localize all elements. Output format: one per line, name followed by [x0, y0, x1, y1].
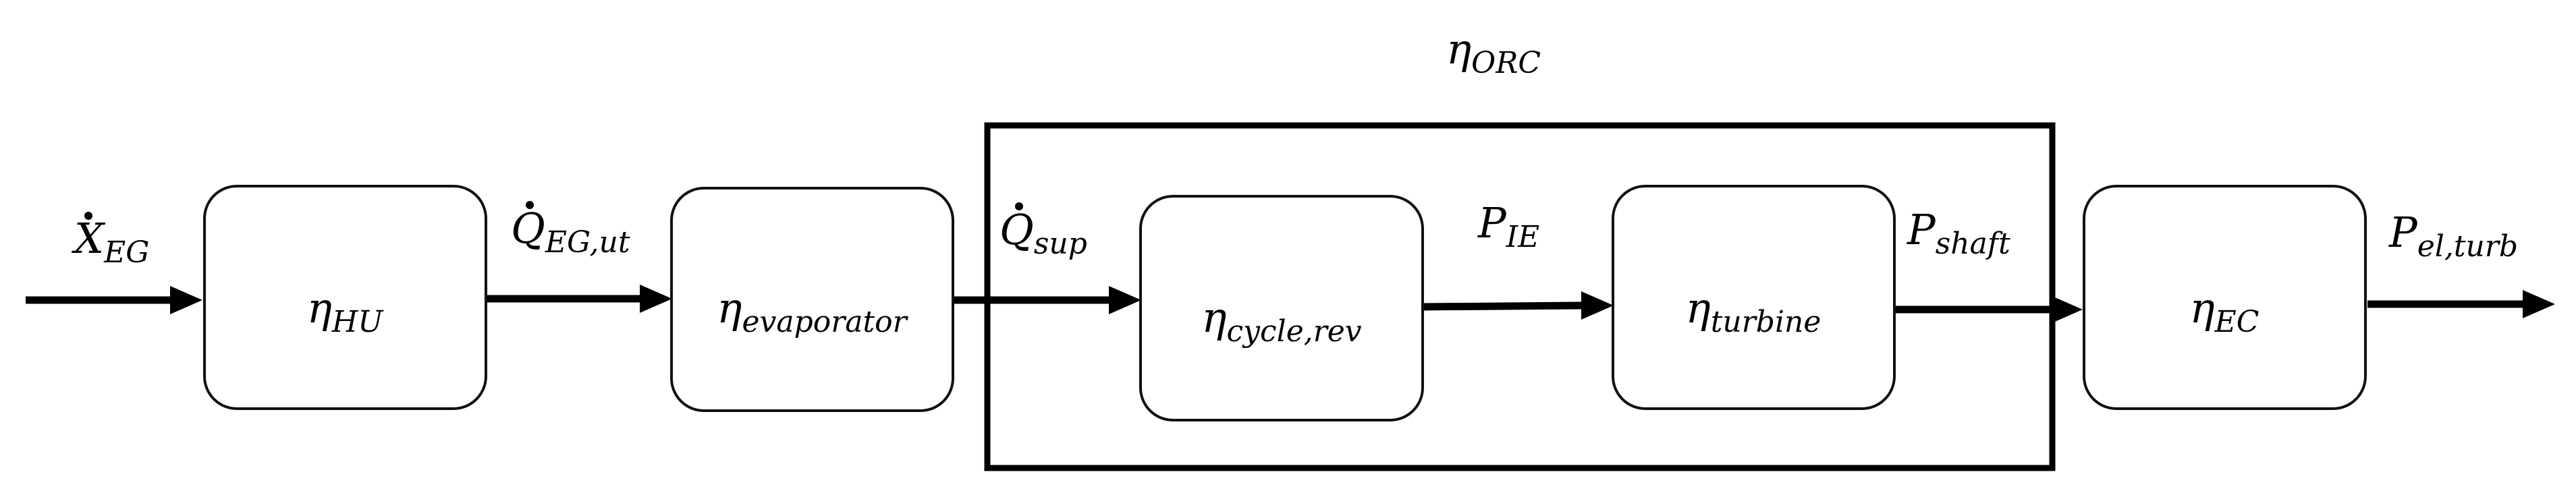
svg-text:ηturbine: ηturbine [1686, 283, 1821, 339]
block-hu: ηHU [203, 185, 487, 410]
svg-text:ηHU: ηHU [307, 283, 385, 339]
svg-text:Qsup: Qsup [999, 205, 1087, 261]
p-shaft-symbol: P [1907, 205, 1936, 254]
q-eg-ut-subscript: EG,ut [545, 225, 630, 260]
p-el-turb-subscript: el,turb [2417, 229, 2518, 264]
svg-text:Pel,turb: Pel,turb [2388, 208, 2518, 264]
svg-text:XEG: XEG [72, 214, 149, 270]
flow-label-p-ie: PIE [1477, 198, 1539, 254]
evaporator-eta-subscript: evaporator [742, 305, 908, 339]
block-cycle-rev: ηcycle,rev [1139, 195, 1424, 421]
p-el-turb-symbol: P [2388, 208, 2418, 257]
block-evaporator: ηevaporator [670, 187, 954, 412]
arrow-input-x-eg [26, 286, 202, 314]
p-shaft-subscript: shaft [1936, 227, 2010, 261]
arrow-q-eg-ut [486, 285, 672, 313]
flow-label-p-shaft: Pshaft [1907, 205, 2010, 261]
arrow-p-shaft [1893, 295, 2083, 324]
flow-label-p-el-turb: Pel,turb [2388, 208, 2518, 264]
hu-eta-symbol: η [307, 283, 332, 332]
ec-eta-symbol: η [2190, 283, 2215, 332]
orc-efficiency-label: ηORC [1446, 24, 1541, 80]
svg-text:QEG,ut: QEG,ut [511, 204, 630, 260]
arrow-p-ie [1422, 291, 1614, 320]
flow-label-q-eg-ut: QEG,ut [511, 201, 630, 260]
svg-text:PIE: PIE [1477, 198, 1539, 254]
cycle-rev-eta-subscript: cycle,rev [1226, 314, 1361, 349]
flow-label-q-sup: Qsup [999, 202, 1087, 261]
block-turbine: ηturbine [1612, 185, 1896, 410]
x-eg-subscript: EG [103, 235, 149, 270]
block-ec: ηEC [2083, 185, 2367, 410]
x-eg-symbol: X [72, 214, 106, 263]
q-eg-ut-dot [526, 201, 534, 209]
orc-eta-subscript: ORC [1471, 46, 1541, 80]
cycle-rev-eta-symbol: η [1201, 293, 1226, 342]
svg-text:ηEC: ηEC [2190, 283, 2259, 339]
q-sup-symbol: Q [999, 205, 1034, 254]
turbine-eta-subscript: turbine [1711, 305, 1821, 339]
orc-eta-symbol: η [1446, 24, 1471, 74]
p-ie-subscript: IE [1506, 220, 1540, 254]
x-eg-dot [84, 212, 92, 220]
turbine-eta-symbol: η [1686, 283, 1711, 332]
ec-eta-subscript: EC [2214, 305, 2259, 339]
p-ie-symbol: P [1477, 198, 1507, 247]
arrow-q-sup [953, 286, 1141, 314]
svg-text:ηevaporator: ηevaporator [717, 283, 908, 339]
flow-label-x-eg: XEG [72, 212, 149, 270]
hu-eta-subscript: HU [331, 305, 384, 339]
q-eg-ut-symbol: Q [511, 204, 545, 253]
svg-text:Pshaft: Pshaft [1907, 205, 2010, 261]
q-sup-dot [1015, 202, 1023, 210]
evaporator-eta-symbol: η [717, 283, 742, 332]
svg-text:ηcycle,rev: ηcycle,rev [1201, 293, 1361, 349]
arrow-output-p-el-turb [2367, 290, 2555, 318]
q-sup-subscript: sup [1034, 227, 1087, 261]
